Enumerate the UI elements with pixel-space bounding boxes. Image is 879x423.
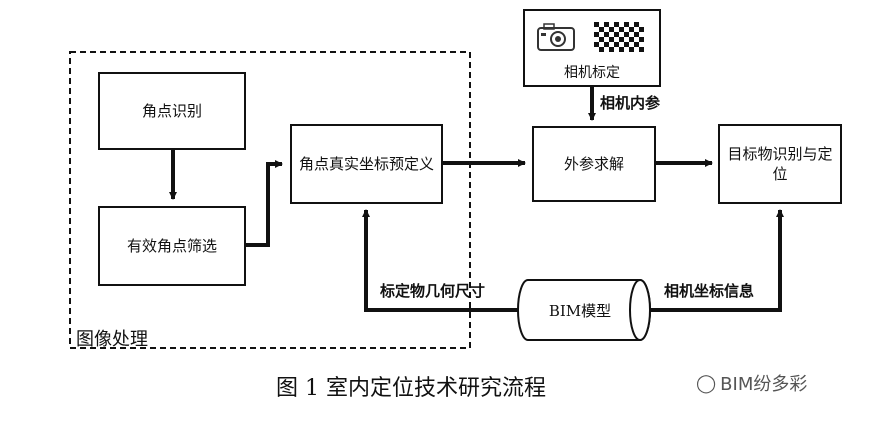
arrow-bim-to-coord xyxy=(362,209,520,312)
image-processing-label: 图像处理 xyxy=(76,329,148,350)
camera-intrinsics-label: 相机内参 xyxy=(600,94,661,112)
extrinsic-solve-box: 外参求解 xyxy=(532,126,656,202)
watermark: ◯ BIM纷多彩 xyxy=(696,370,807,396)
target-locate-label: 目标物识别与定位 xyxy=(727,145,833,183)
arrow-bim-to-target xyxy=(650,209,784,312)
valid-corner-filter-label: 有效角点筛选 xyxy=(126,237,217,255)
camera-icon xyxy=(537,23,575,51)
checkerboard-icon xyxy=(594,22,644,52)
valid-corner-filter-box: 有效角点筛选 xyxy=(98,206,246,286)
extrinsic-solve-label: 外参求解 xyxy=(563,155,624,173)
bim-model-label: BIM模型 xyxy=(548,302,612,320)
figure-caption: 图 1 室内定位技术研究流程 xyxy=(276,376,546,401)
wechat-icon: ◯ xyxy=(696,372,717,394)
corner-coord-define-label: 角点真实坐标预定义 xyxy=(298,155,434,173)
camera-calibration-label: 相机标定 xyxy=(564,65,620,81)
corner-recognition-label: 角点识别 xyxy=(141,102,202,120)
arrow-filter-to-coord xyxy=(246,160,283,247)
camera-coord-info-label: 相机坐标信息 xyxy=(664,282,755,300)
corner-coord-define-box: 角点真实坐标预定义 xyxy=(290,124,443,204)
bim-model-cylinder xyxy=(517,279,651,341)
image-processing-region xyxy=(69,51,471,349)
watermark-text: BIM纷多彩 xyxy=(720,374,808,395)
geometry-size-label: 标定物几何尺寸 xyxy=(380,282,486,300)
corner-recognition-box: 角点识别 xyxy=(98,72,246,150)
target-locate-box: 目标物识别与定位 xyxy=(718,124,842,204)
